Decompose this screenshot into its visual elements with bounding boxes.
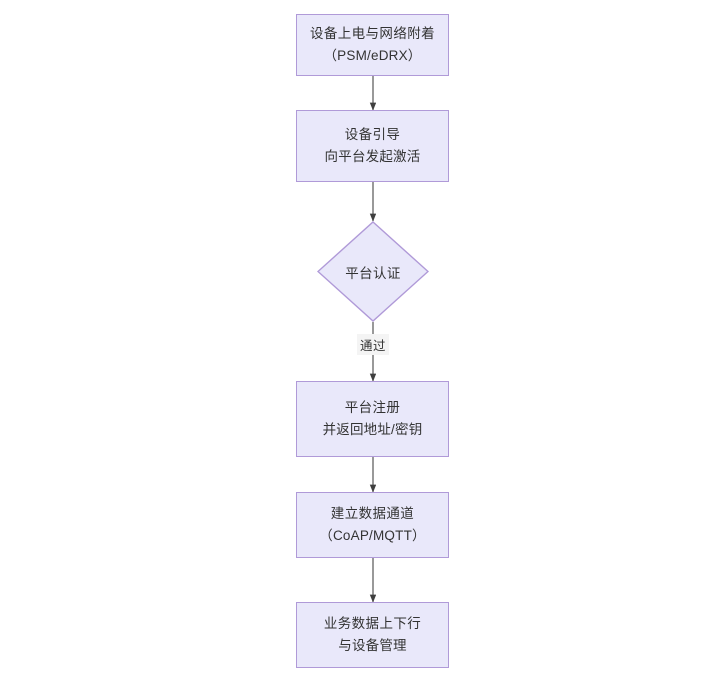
node-label-line: 与设备管理 — [338, 638, 407, 653]
edge-label-e3: 通过 — [356, 334, 390, 355]
node-label-line: 向平台发起激活 — [324, 149, 421, 164]
node-platform-registration[interactable]: 平台注册并返回地址/密钥 — [296, 381, 449, 457]
node-label-line: 并返回地址/密钥 — [322, 422, 423, 437]
diamond-shape — [317, 221, 429, 322]
node-label-line: （CoAP/MQTT） — [319, 528, 426, 543]
node-label-line: 建立数据通道 — [330, 505, 415, 521]
node-business-data-and-device-management[interactable]: 业务数据上下行与设备管理 — [296, 602, 449, 668]
node-label-line: 平台注册 — [344, 399, 401, 415]
node-platform-authentication[interactable]: 平台认证 — [317, 221, 429, 322]
node-device-power-on[interactable]: 设备上电与网络附着 （PSM/eDRX） — [296, 14, 449, 76]
node-label-line: 设备引导 — [344, 126, 401, 142]
node-label-line: （PSM/eDRX） — [323, 48, 422, 63]
node-device-bootstrap[interactable]: 设备引导向平台发起激活 — [296, 110, 449, 182]
node-data-channel-setup[interactable]: 建立数据通道 （CoAP/MQTT） — [296, 492, 449, 558]
node-label: 平台认证 — [345, 265, 401, 281]
node-label-line: 设备上电与网络附着 — [309, 25, 436, 41]
node-label-line: 业务数据上下行 — [323, 615, 422, 631]
